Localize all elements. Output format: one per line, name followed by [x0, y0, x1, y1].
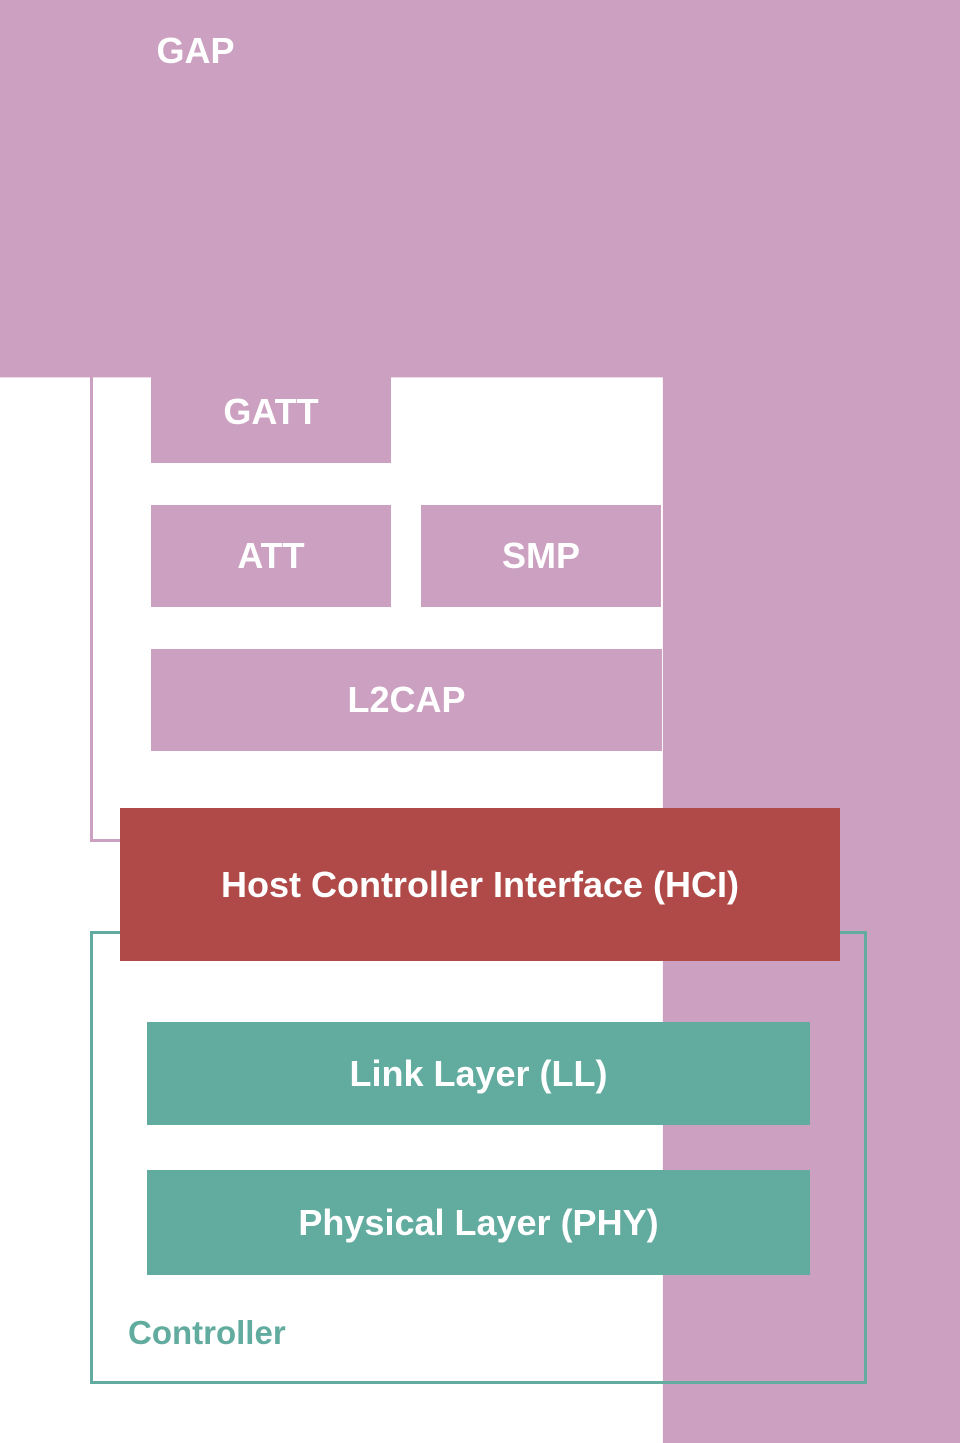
block-att: ATT: [151, 505, 391, 607]
block-att-label: ATT: [237, 535, 305, 576]
block-gatt: GATT: [151, 361, 391, 463]
block-gap-label: GAP: [156, 30, 235, 71]
block-smp-label: SMP: [501, 535, 580, 576]
block-physical-layer: Physical Layer (PHY): [147, 1170, 810, 1275]
block-gatt-label: GATT: [223, 391, 319, 432]
block-l2cap: L2CAP: [151, 649, 662, 751]
block-hci-label: Host Controller Interface (HCI): [220, 863, 740, 905]
block-physical-layer-label: Physical Layer (PHY): [298, 1201, 659, 1243]
block-hci: Host Controller Interface (HCI): [120, 808, 840, 961]
block-link-layer: Link Layer (LL): [147, 1022, 810, 1125]
controller-layer-label: Controller: [128, 1314, 286, 1351]
block-l2cap-label: L2CAP: [347, 679, 466, 720]
block-smp: SMP: [421, 505, 661, 607]
block-link-layer-label: Link Layer (LL): [349, 1052, 608, 1094]
